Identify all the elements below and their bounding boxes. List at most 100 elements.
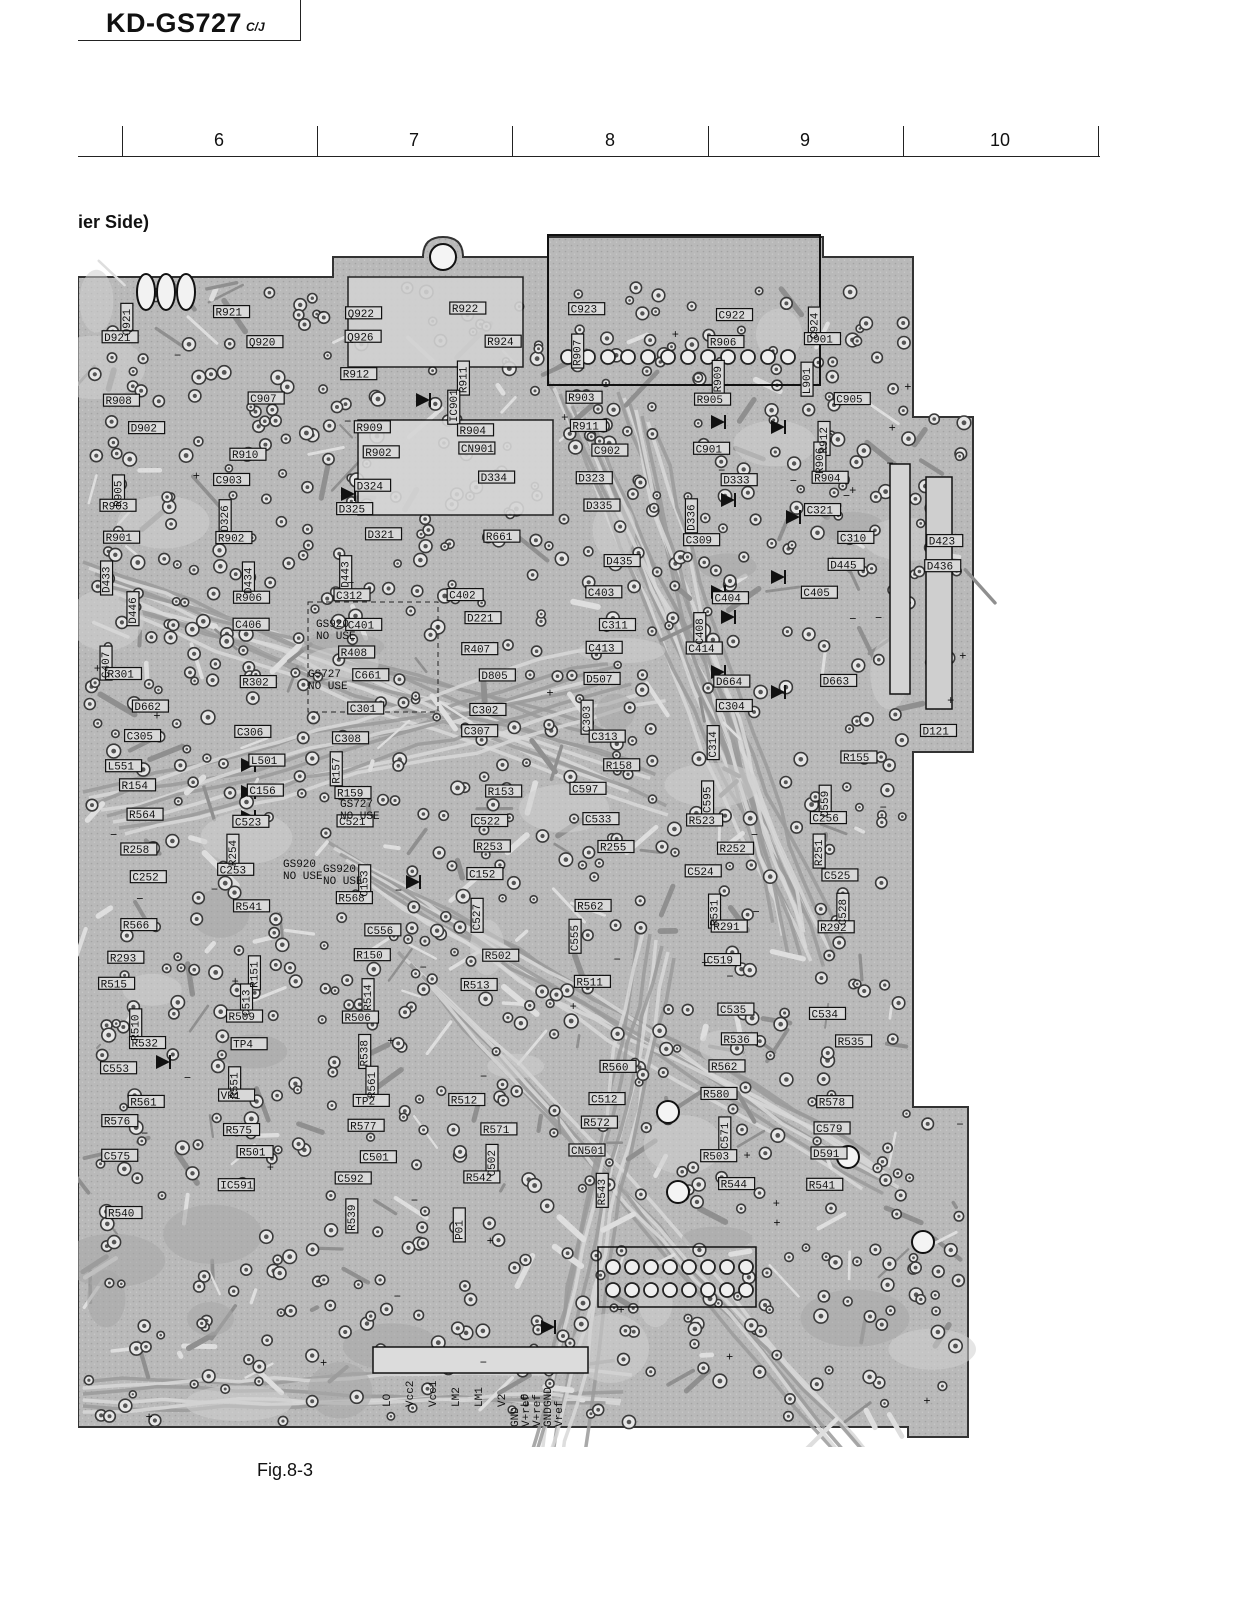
component-label: C312	[336, 591, 362, 603]
pad-hole	[264, 1234, 269, 1239]
pad-hole	[886, 1146, 890, 1150]
component-label: C553	[103, 1064, 129, 1076]
resistor-body	[352, 1093, 390, 1108]
component-label: D324	[357, 481, 384, 493]
trace	[864, 439, 899, 469]
polarity-mark: +	[889, 421, 896, 435]
pad-hole	[818, 907, 823, 911]
pad-hole	[885, 1282, 890, 1288]
polarity-mark: +	[570, 1000, 577, 1014]
pad-hole	[528, 673, 532, 677]
pad-hole	[196, 895, 201, 900]
pad-hole	[276, 1258, 280, 1262]
pad-hole	[96, 722, 100, 725]
pad-hole	[752, 710, 756, 714]
polarity-mark: −	[790, 475, 797, 489]
pad-hole	[457, 925, 462, 930]
trace	[87, 474, 98, 505]
component-label: IC901	[449, 389, 461, 422]
polarity-mark: −	[843, 489, 850, 503]
pad-hole	[439, 1089, 443, 1093]
pad-hole	[87, 702, 92, 706]
ruler-col-10: 10	[989, 130, 1011, 150]
polarity-mark: −	[480, 1356, 487, 1370]
pad-hole	[616, 663, 619, 667]
pad-hole	[846, 1299, 850, 1303]
pad-hole	[925, 1121, 930, 1126]
resistor-body	[706, 724, 720, 761]
pad-hole	[893, 712, 898, 717]
pad-hole	[94, 453, 99, 458]
component-label: R513	[463, 980, 489, 992]
pad-hole	[693, 1342, 696, 1346]
pad-hole	[350, 637, 355, 642]
pad-hole	[565, 1251, 570, 1256]
component-label: CN501	[571, 1146, 604, 1158]
pad-hole	[310, 1353, 315, 1358]
component-label: C256	[812, 814, 838, 826]
pad-hole	[217, 548, 222, 553]
pad-hole	[885, 787, 890, 793]
resistor-body	[466, 866, 504, 881]
pad-hole	[353, 613, 358, 619]
pad-hole	[773, 450, 777, 454]
pad-hole	[455, 785, 460, 791]
pad-hole	[271, 1013, 275, 1018]
pad-hole	[157, 688, 160, 692]
trace	[918, 458, 945, 476]
component-label: D663	[823, 676, 849, 688]
component-label: R906	[710, 338, 736, 350]
pad-hole	[514, 1089, 519, 1094]
connector-pad	[643, 1259, 659, 1275]
resistor-body	[580, 699, 594, 735]
component-label: C253	[220, 865, 246, 877]
connector-pad	[620, 349, 636, 365]
trace	[327, 840, 855, 1144]
component-label: C555	[570, 925, 582, 951]
pad-hole	[135, 560, 141, 565]
pad-hole	[369, 1314, 373, 1318]
resistor-body	[334, 785, 372, 800]
pad-hole	[170, 838, 175, 844]
pad-hole	[958, 454, 961, 458]
pad-hole	[576, 292, 580, 296]
trace	[911, 426, 928, 448]
trace	[372, 1198, 398, 1216]
pad-hole	[685, 555, 690, 559]
pad-hole	[315, 312, 318, 316]
component-label: C408	[695, 618, 707, 644]
resistor-body	[341, 1010, 380, 1024]
trace	[309, 1305, 320, 1313]
pad-hole	[131, 1004, 136, 1010]
pad-hole	[794, 825, 799, 830]
pad-hole	[895, 1212, 899, 1216]
pad-hole	[281, 472, 284, 475]
pad-hole	[434, 928, 440, 933]
pad-hole	[830, 374, 835, 379]
resistor-body	[813, 1121, 851, 1135]
pad-hole	[806, 632, 811, 637]
pad-hole	[246, 665, 251, 670]
component-label: C309	[686, 536, 712, 548]
component-label: C152	[469, 870, 495, 882]
no-use-annotation: NO USE	[283, 871, 323, 883]
connector-pad	[662, 1282, 678, 1298]
resistor-body	[588, 729, 626, 743]
copper-pour	[78, 1233, 166, 1288]
resistor-body	[230, 1037, 268, 1051]
relay-block	[347, 276, 524, 368]
pad-hole	[855, 339, 859, 343]
pad-hole	[141, 357, 145, 361]
resistor-body	[232, 590, 271, 604]
resistor-body	[126, 807, 164, 821]
pad-hole	[896, 1000, 901, 1006]
resistor-body	[800, 361, 814, 397]
resistor-body	[333, 588, 371, 602]
ruler-tick	[512, 126, 513, 156]
column-ruler: 6 7 8 9 10	[78, 126, 1100, 157]
model-name: KD-GS727	[106, 8, 243, 38]
pad-hole	[484, 853, 488, 856]
pin-label: Vcc2	[405, 1381, 417, 1407]
pad-hole	[458, 1149, 463, 1154]
trace	[368, 759, 375, 772]
